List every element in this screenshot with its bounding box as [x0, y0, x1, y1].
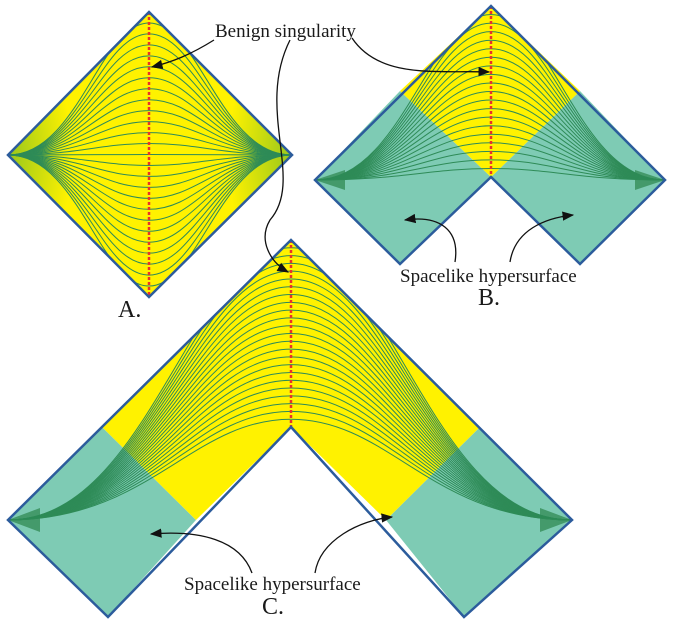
panel-b-curve [315, 14, 665, 181]
panel-c-label: C. [262, 594, 284, 620]
panel-b-curve [315, 159, 665, 181]
panel-a-curve [8, 154, 292, 221]
panel-a [6, 10, 294, 299]
panel-b-curve [315, 73, 665, 181]
panel-c-curve [8, 294, 572, 521]
annotation-arrows [149, 37, 575, 574]
panel-c-curve [8, 418, 572, 521]
panel-a-curve [8, 121, 292, 156]
panel-a-curve [8, 66, 292, 156]
arrow-to-hypersurface-b-left [403, 213, 457, 263]
arrow-to-singularity-a [150, 39, 215, 69]
panel-c-curve [8, 387, 572, 521]
panel-b-teal-left [315, 91, 491, 264]
panel-c-curve [8, 332, 572, 521]
panel-b-teal-right [491, 91, 665, 264]
panel-c-curve [8, 364, 572, 521]
benign-singularity-label: Benign singularity [215, 21, 356, 42]
panel-a-curve [8, 55, 292, 156]
panel-b-border [313, 4, 667, 266]
arrow-to-singularity-b [351, 37, 491, 77]
arrow-to-hypersurface-b-right [509, 211, 575, 263]
arrow-to-hypersurface-c-right [314, 513, 394, 574]
panel-c-curve [8, 403, 572, 521]
panel-a-curve [8, 154, 292, 276]
panel-a-curve [8, 110, 292, 156]
panel-c [6, 238, 574, 619]
panel-c-curve [8, 262, 572, 521]
panel-c-curve [8, 278, 572, 521]
panel-b [313, 4, 667, 266]
spacelike-hypersurface-label-c: Spacelike hypersurface [184, 574, 361, 595]
panel-a-border [6, 10, 294, 299]
panel-b-curve [315, 125, 665, 181]
panel-b-curve [315, 39, 665, 181]
panel-a-label: A. [118, 297, 141, 323]
panel-a-curve [8, 154, 292, 177]
spacelike-hypersurface-label-b: Spacelike hypersurface [400, 266, 577, 287]
panel-a-curve [8, 154, 292, 166]
panel-b-curve [315, 65, 665, 181]
panel-a-curve [8, 154, 292, 232]
arrow-to-singularity-c [264, 39, 291, 273]
panel-b-label: B. [478, 285, 500, 311]
arrow-to-hypersurface-c-left [149, 528, 253, 574]
panel-b-curve [315, 133, 665, 181]
panel-c-curve [8, 348, 572, 521]
panel-c-border [6, 238, 574, 619]
panel-a-curve [8, 154, 292, 287]
panel-b-curve [315, 99, 665, 181]
